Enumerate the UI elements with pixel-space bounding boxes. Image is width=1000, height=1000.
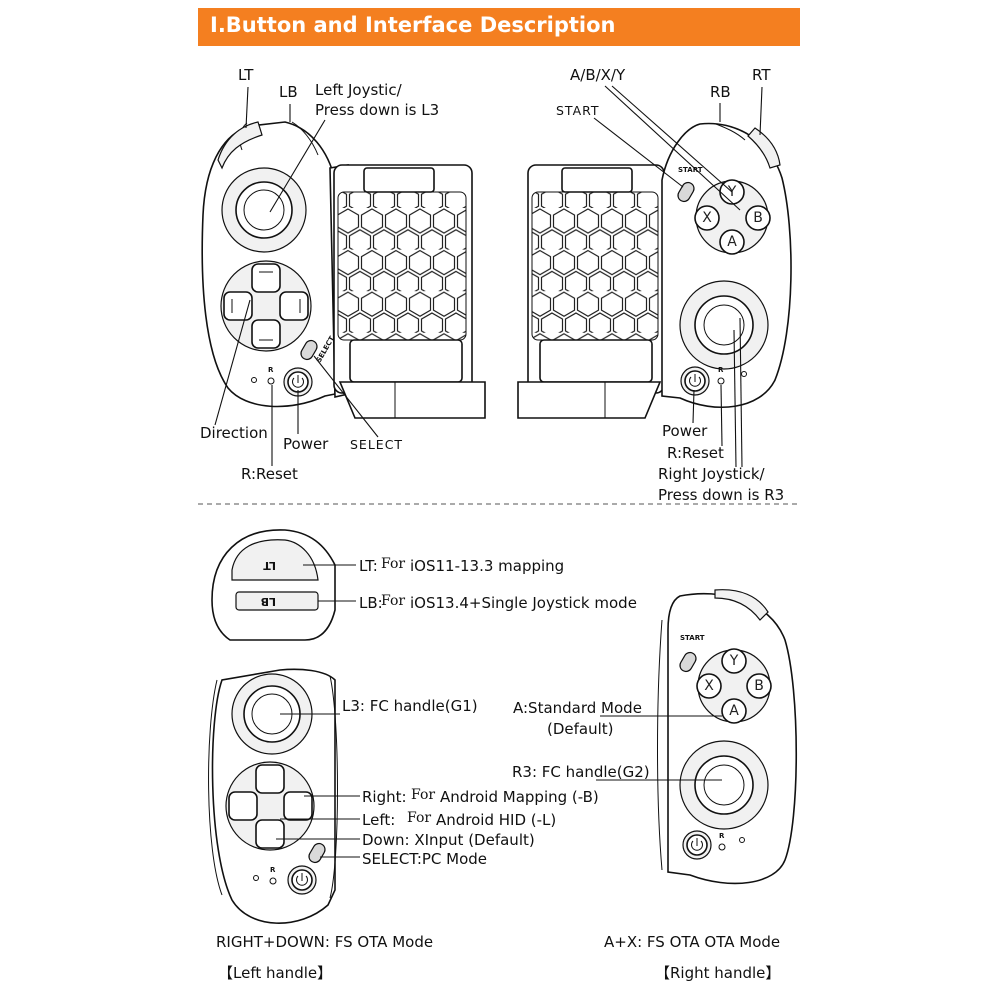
svg-text:X: X	[704, 678, 714, 694]
label-lb-mode: iOS13.4+Single Joystick mode	[410, 594, 637, 612]
phone-clamp-left	[333, 164, 486, 419]
label-right-joystick-2: Press down is R3	[658, 486, 784, 504]
bottom-callouts: L3: FC handle(G1) Right: For Android Map…	[216, 697, 780, 982]
left-joystick	[221, 167, 307, 253]
start-small-mark: START	[678, 166, 703, 174]
label-a-x-ota: A+X: FS OTA OTA Mode	[604, 933, 780, 951]
label-lb: LB	[279, 83, 298, 101]
face-buttons-bottom: Y X B A	[696, 648, 772, 724]
label-r3-mode: R3: FC handle(G2)	[512, 763, 650, 781]
label-left-handle: 【Left handle】	[218, 964, 332, 982]
label-reset-right: R:Reset	[667, 444, 724, 462]
label-right-prefix: Right:	[362, 788, 407, 806]
label-select: SELECT	[350, 437, 403, 452]
rt-trigger	[747, 127, 781, 169]
right-joystick	[679, 280, 769, 370]
label-rt: RT	[752, 66, 771, 84]
svg-text:Y: Y	[729, 653, 739, 669]
label-down-xinput: Down: XInput (Default)	[362, 831, 535, 849]
power-button-right-bottom	[682, 830, 712, 860]
label-rb: RB	[710, 83, 731, 101]
label-right-joystick-1: Right Joystick/	[658, 465, 766, 483]
svg-text:A: A	[727, 234, 737, 250]
left-joystick-bottom	[231, 673, 313, 755]
label-right-mapping: Android Mapping (-B)	[440, 788, 599, 806]
face-buttons-top: Y X B A	[694, 179, 771, 255]
label-right-down-ota: RIGHT+DOWN: FS OTA Mode	[216, 933, 433, 951]
start-button	[677, 181, 695, 203]
reset-mark-right: R	[718, 366, 724, 374]
label-reset-left: R:Reset	[241, 465, 298, 483]
svg-text:A: A	[729, 703, 739, 719]
power-button-right	[680, 366, 710, 396]
label-left-prefix: Left:	[362, 811, 395, 829]
label-power-right: Power	[662, 422, 708, 440]
bottom-right-handle: START Y X B A R	[657, 589, 797, 885]
direction-pad	[220, 260, 312, 352]
label-start: START	[556, 103, 600, 118]
label-a-standard: A:Standard Mode	[513, 699, 642, 717]
svg-text:For: For	[407, 810, 431, 826]
bottom-left-handle: R	[208, 668, 338, 924]
lt-key-mark: LT	[263, 559, 276, 572]
top-right-handle: START Y X B A R	[661, 122, 792, 409]
label-direction: Direction	[200, 424, 268, 442]
label-lt-mode: iOS11-13.3 mapping	[410, 557, 564, 575]
svg-text:For: For	[381, 593, 405, 609]
label-power-left: Power	[283, 435, 329, 453]
label-a-default: (Default)	[547, 720, 614, 738]
power-button-left-bottom	[287, 865, 317, 895]
phone-clamp-right	[517, 164, 665, 419]
trigger-detail: LT LB LT: For iOS11-13.3 mapping LB: For…	[211, 529, 637, 641]
svg-text:R: R	[719, 832, 725, 840]
svg-text:B: B	[753, 210, 763, 226]
svg-text:For: For	[381, 556, 405, 572]
label-l3-mode: L3: FC handle(G1)	[342, 697, 478, 715]
lb-key	[235, 591, 319, 611]
lt-key	[231, 539, 319, 581]
label-select-pc: SELECT:PC Mode	[362, 850, 487, 868]
label-left-hid: Android HID (-L)	[436, 811, 556, 829]
svg-text:X: X	[702, 210, 712, 226]
lb-key-mark: LB	[261, 595, 276, 608]
svg-text:START: START	[680, 634, 705, 642]
label-right-handle: 【Right handle】	[655, 964, 780, 982]
section-header-bar: Ⅰ.Button and Interface Description	[198, 8, 800, 46]
label-lt-prefix: LT:	[359, 557, 378, 575]
select-button	[300, 339, 318, 361]
svg-text:B: B	[754, 678, 764, 694]
section-title: Ⅰ.Button and Interface Description	[210, 13, 616, 37]
svg-text:R: R	[270, 866, 276, 874]
svg-text:For: For	[411, 787, 435, 803]
top-left-handle: SELECT R	[201, 121, 349, 408]
label-left-joystick-2: Press down is L3	[315, 101, 439, 119]
label-left-joystick-1: Left Joystic/	[315, 81, 403, 99]
start-button-bottom	[679, 651, 697, 673]
lt-trigger	[217, 121, 263, 170]
label-lt: LT	[238, 66, 254, 84]
direction-pad-bottom	[225, 761, 315, 851]
select-button-bottom	[308, 842, 326, 864]
label-lb-prefix: LB:	[359, 594, 383, 612]
right-joystick-bottom	[679, 740, 769, 830]
power-button-left	[283, 367, 313, 397]
top-callouts: LT LB Left Joystic/ Press down is L3 Dir…	[200, 66, 784, 504]
label-abxy: A/B/X/Y	[570, 66, 626, 84]
reset-mark-left: R	[268, 366, 274, 374]
